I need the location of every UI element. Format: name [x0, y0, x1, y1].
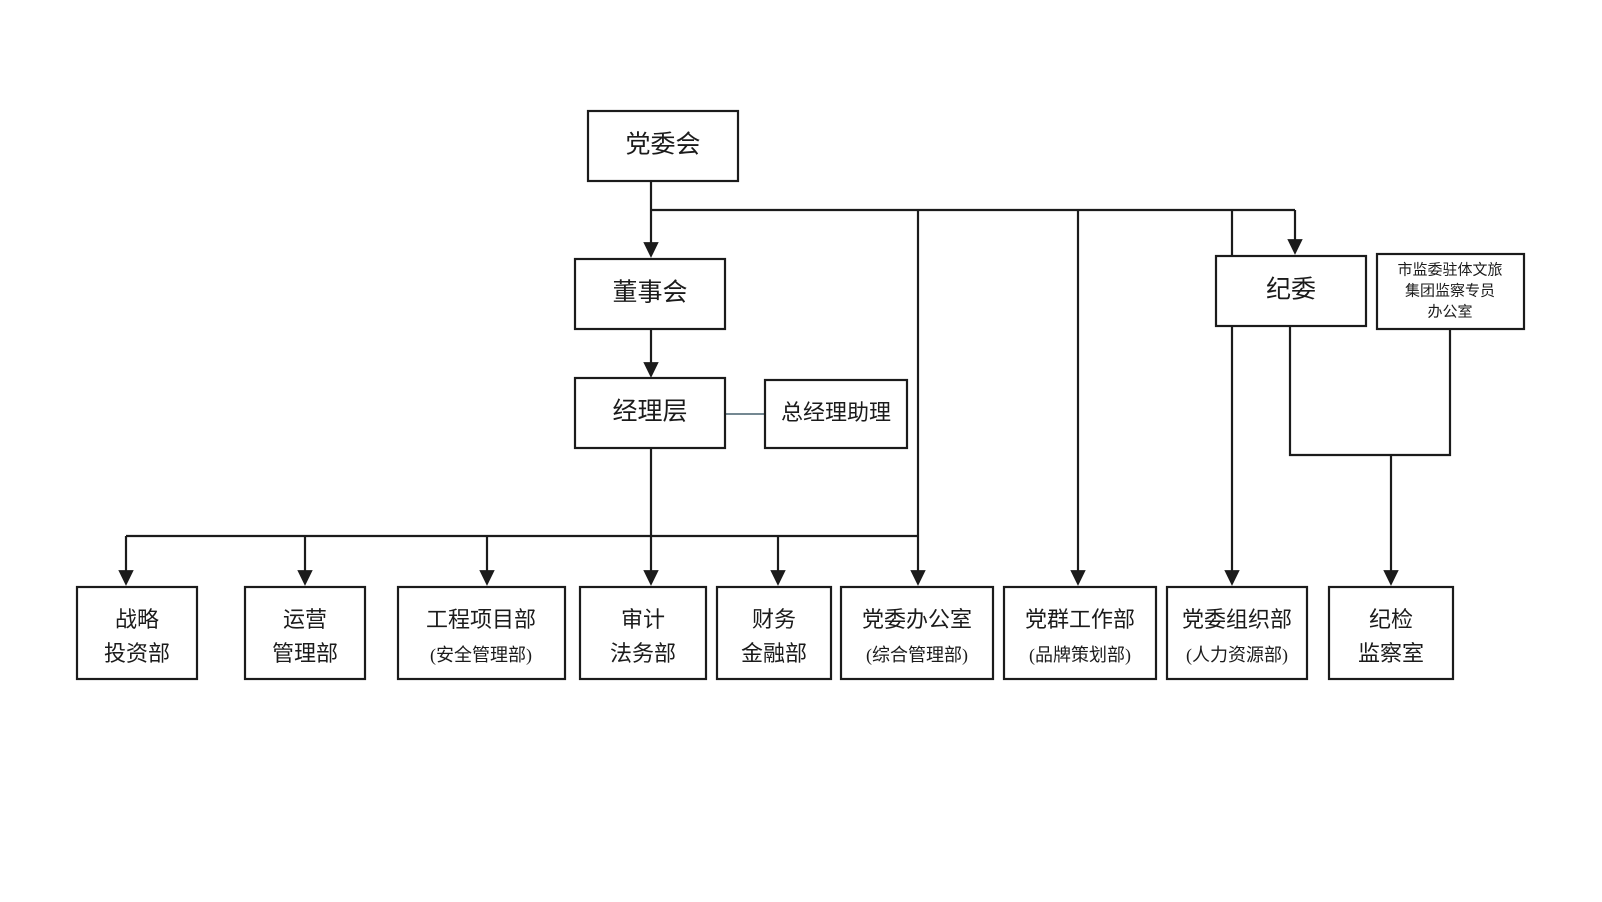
node-box-finance[interactable] [715, 585, 833, 681]
node-finance[interactable]: 财务 金融部 [715, 585, 833, 681]
node-party-mass-work[interactable]: 党群工作部 (品牌策划部) [1002, 585, 1158, 681]
node-box-party-committee[interactable] [586, 109, 740, 183]
node-management-level[interactable]: 经理层 [573, 376, 727, 450]
node-label-municipal-supervision-office-line3: 办公室 [1427, 303, 1472, 320]
node-label-party-organization-line2: (人力资源部) [1186, 645, 1288, 666]
node-box-strategy-investment[interactable] [75, 585, 199, 681]
node-box-board-of-directors[interactable] [573, 257, 727, 331]
node-label-municipal-supervision-office-line1: 市监委驻体文旅 [1397, 261, 1502, 278]
node-operations-management[interactable]: 运营 管理部 [243, 585, 367, 681]
node-label-engineering-project-line2: (安全管理部) [430, 645, 532, 666]
node-label-management-level: 经理层 [612, 398, 687, 426]
node-label-operations-management-line1: 运营 [283, 607, 327, 632]
node-label-party-office-line2: (综合管理部) [866, 645, 968, 666]
node-label-party-mass-work-line2: (品牌策划部) [1029, 645, 1131, 666]
node-box-management-level[interactable] [573, 376, 727, 450]
node-discipline-inspection-office[interactable]: 纪检 监察室 [1327, 585, 1455, 681]
node-label-party-mass-work-line1: 党群工作部 [1025, 607, 1135, 632]
node-box-engineering-project[interactable] [396, 585, 567, 681]
node-label-finance-line1: 财务 [752, 607, 796, 632]
node-party-organization[interactable]: 党委组织部 (人力资源部) [1165, 585, 1309, 681]
node-label-operations-management-line2: 管理部 [272, 641, 338, 666]
node-gm-assistant[interactable]: 总经理助理 [763, 378, 909, 450]
node-discipline-committee[interactable]: 纪委 [1214, 254, 1368, 328]
node-label-audit-legal-line2: 法务部 [610, 641, 676, 666]
node-label-finance-line2: 金融部 [741, 641, 807, 666]
node-label-audit-legal-line1: 审计 [621, 607, 665, 632]
node-audit-legal[interactable]: 审计 法务部 [578, 585, 708, 681]
node-municipal-supervision-office[interactable]: 市监委驻体文旅 集团监察专员 办公室 [1375, 252, 1526, 331]
node-label-municipal-supervision-office-line2: 集团监察专员 [1405, 281, 1495, 299]
node-board-of-directors[interactable]: 董事会 [573, 257, 727, 331]
node-box-discipline-inspection-office[interactable] [1327, 585, 1455, 681]
node-label-party-committee: 党委会 [625, 131, 700, 159]
node-box-discipline-committee[interactable] [1214, 254, 1368, 328]
node-box-audit-legal[interactable] [578, 585, 708, 681]
node-box-party-office[interactable] [839, 585, 995, 681]
node-label-discipline-inspection-office-line2: 监察室 [1358, 641, 1424, 666]
nodes-layer: 党委会 董事会 经理层 总经理助理 纪委 [75, 109, 1526, 681]
node-label-strategy-investment-line1: 战略 [115, 607, 159, 632]
node-label-gm-assistant: 总经理助理 [781, 400, 891, 425]
connectors-layer [118, 181, 1452, 586]
node-party-office[interactable]: 党委办公室 (综合管理部) [839, 585, 995, 681]
node-engineering-project[interactable]: 工程项目部 (安全管理部) [396, 585, 567, 681]
node-strategy-investment[interactable]: 战略 投资部 [75, 585, 199, 681]
node-box-party-organization[interactable] [1165, 585, 1309, 681]
node-box-operations-management[interactable] [243, 585, 367, 681]
node-label-discipline-inspection-office-line1: 纪检 [1369, 607, 1413, 632]
node-label-party-organization-line1: 党委组织部 [1182, 607, 1292, 632]
node-box-gm-assistant[interactable] [763, 378, 909, 450]
node-box-party-mass-work[interactable] [1002, 585, 1158, 681]
node-party-committee[interactable]: 党委会 [586, 109, 740, 183]
node-label-party-office-line1: 党委办公室 [862, 607, 972, 632]
node-box-municipal-supervision-office[interactable] [1375, 252, 1526, 331]
edge-supervision-merge-bus [1288, 326, 1452, 457]
node-label-discipline-committee: 纪委 [1266, 276, 1316, 304]
node-label-board-of-directors: 董事会 [612, 279, 687, 307]
node-label-strategy-investment-line2: 投资部 [104, 641, 170, 666]
node-label-engineering-project-line1: 工程项目部 [426, 607, 536, 632]
